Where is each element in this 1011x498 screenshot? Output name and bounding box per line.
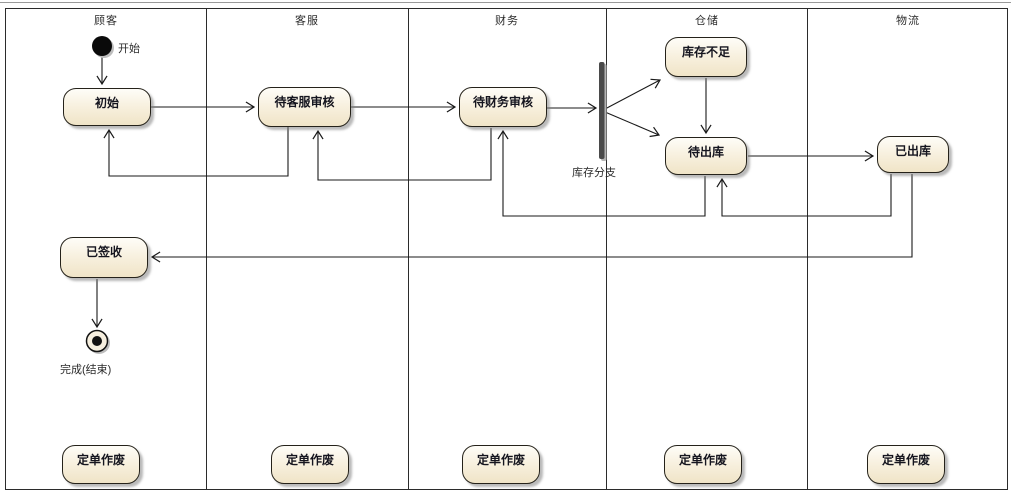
edge-cs-review-return-initial[interactable]	[103, 127, 289, 177]
start-node-label: 开始	[118, 43, 140, 55]
activity-order-void-finance[interactable]: 定单作废	[462, 445, 540, 484]
start-node[interactable]	[92, 36, 112, 56]
activity-pending-cs-review[interactable]: 待客服审核	[258, 87, 351, 127]
activity-pending-outbound[interactable]: 待出库	[665, 137, 747, 175]
fork-bar[interactable]	[599, 62, 605, 159]
activity-outbound-done[interactable]: 已出库	[877, 136, 949, 173]
activity-stock-insufficient[interactable]: 库存不足	[665, 37, 747, 77]
end-node-label: 完成(结束)	[60, 364, 112, 376]
edge-outbound-done-return-pending-outbound[interactable]	[716, 174, 892, 217]
swimlane-frame	[5, 8, 1008, 490]
activity-order-void-warehouse[interactable]: 定单作废	[664, 445, 742, 484]
lane-title-warehouse: 仓储	[695, 15, 719, 27]
end-node-dot	[92, 336, 102, 346]
activity-order-void-customer[interactable]: 定单作废	[62, 445, 140, 484]
activity-order-void-customer-service[interactable]: 定单作废	[271, 445, 349, 484]
lane-title-finance: 财务	[495, 15, 519, 27]
lane-title-logistics: 物流	[896, 15, 920, 27]
lane-title-customer: 顾客	[94, 15, 118, 27]
edge-fork-to-stock-insufficient[interactable]	[604, 78, 662, 110]
edge-pending-outbound-return-finance-review[interactable]	[497, 129, 706, 217]
activity-order-void-logistics[interactable]: 定单作废	[867, 445, 945, 484]
edge-fork-to-pending-outbound[interactable]	[604, 111, 661, 138]
activity-signed-received[interactable]: 已签收	[60, 237, 148, 278]
edge-outbound-done-to-signed[interactable]	[150, 174, 913, 263]
activity-initial[interactable]: 初始	[63, 88, 151, 126]
lane-title-customer-service: 客服	[295, 15, 319, 27]
fork-bar-label: 库存分支	[572, 167, 616, 179]
activity-pending-finance-review[interactable]: 待财务审核	[459, 87, 547, 127]
edge-finance-review-return-cs-review[interactable]	[312, 128, 492, 181]
